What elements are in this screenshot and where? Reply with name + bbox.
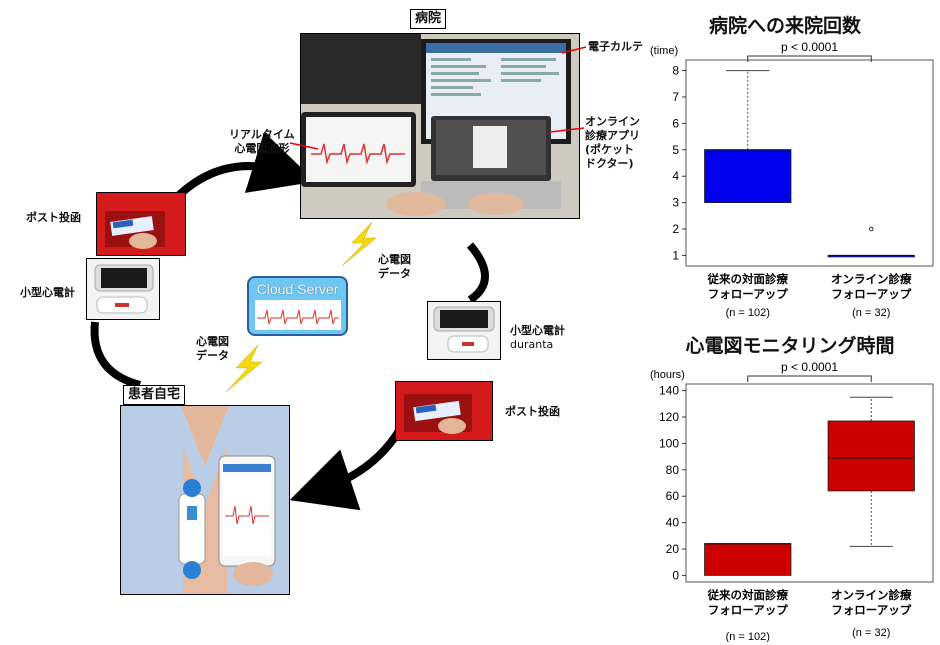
ecg-data-top-label: 心電図データ: [378, 253, 411, 280]
online-app-label: オンライン診療アプリ (ポケットドクター): [585, 115, 640, 170]
box-iqr: [704, 149, 792, 204]
category-label: フォローアップ: [831, 287, 912, 301]
y-tick-label: 100: [659, 436, 679, 450]
home-photo: [120, 405, 290, 595]
pointer-line-realtime: [290, 142, 319, 150]
category-n: (n = 32): [852, 307, 890, 319]
plot-frame: [685, 383, 934, 583]
y-tick-label: 80: [666, 463, 680, 477]
chart2-hours: (hours)020406080100120140従来の対面診療フォローアップ(…: [650, 360, 934, 642]
cloud-ecg-wave: [255, 300, 341, 330]
lightning-top: [341, 221, 377, 267]
hospital-label: 病院: [410, 9, 447, 29]
y-axis-label: (time): [650, 45, 678, 57]
category-n: (n = 102): [726, 307, 770, 319]
significance-label: p < 0.0001: [781, 40, 838, 54]
realtime-ecg-label: リアルタイム心電図波形: [229, 128, 295, 155]
box-iqr: [827, 420, 915, 492]
y-axis-label: (hours): [650, 369, 685, 381]
y-tick-label: 140: [659, 384, 679, 398]
y-tick-label: 6: [672, 116, 679, 130]
small-ecg-right-photo: [427, 301, 501, 360]
y-tick-label: 2: [672, 222, 679, 236]
outlier-point: [868, 226, 874, 232]
arrow-from-hospital: [466, 242, 489, 304]
postbox-right-photo: [395, 381, 493, 441]
category-label: オンライン診療: [831, 588, 912, 602]
category-label: フォローアップ: [708, 287, 789, 301]
category-n: (n = 102): [726, 631, 770, 642]
postbox-left-photo: [96, 192, 186, 256]
pointer-line-app: [549, 127, 585, 133]
plot-frame: [685, 59, 934, 267]
chart2-title: 心電図モニタリング時間: [685, 335, 895, 357]
significance-bracket: [747, 375, 872, 382]
home-label: 患者自宅: [123, 385, 186, 405]
significance-bracket: [747, 55, 872, 62]
y-tick-label: 1: [672, 248, 679, 262]
hospital-scene: [301, 34, 579, 218]
y-tick-label: 0: [672, 568, 679, 582]
category-label: 従来の対面診療: [707, 588, 789, 602]
y-tick-label: 20: [666, 542, 680, 556]
small-ecg-left-label: 小型心電計: [20, 286, 75, 299]
cloud-server-box: Cloud Server: [247, 276, 348, 336]
category-label: 従来の対面診療: [707, 272, 789, 286]
post-left-label: ポスト投函: [26, 211, 81, 224]
y-tick-label: 3: [672, 196, 679, 210]
emr-label: 電子カルテ: [588, 40, 643, 53]
y-tick-label: 8: [672, 64, 679, 78]
arrow-to-home-bottom: [289, 418, 409, 511]
pointer-line-emr: [561, 46, 587, 54]
box-iqr: [704, 543, 792, 576]
hospital-photo: [300, 33, 580, 219]
ecg-data-left-label: 心電図データ: [196, 335, 229, 362]
cloud-server-label: Cloud Server: [256, 281, 339, 297]
category-label: オンライン診療: [831, 272, 912, 286]
y-tick-label: 60: [666, 489, 680, 503]
y-tick-label: 4: [672, 169, 679, 183]
chart1-title: 病院への来院回数: [708, 15, 861, 37]
y-tick-label: 40: [666, 516, 680, 530]
y-tick-label: 5: [672, 143, 679, 157]
post-right-label: ポスト投函: [505, 405, 560, 418]
lightning-left: [225, 344, 263, 393]
y-tick-label: 120: [659, 410, 679, 424]
significance-label: p < 0.0001: [781, 360, 838, 374]
small-ecg-left-photo: [86, 258, 160, 320]
category-label: フォローアップ: [708, 603, 789, 617]
category-n: (n = 32): [852, 627, 890, 639]
y-tick-label: 7: [672, 90, 679, 104]
category-label: フォローアップ: [831, 603, 912, 617]
arrow-to-home: [90, 321, 142, 389]
